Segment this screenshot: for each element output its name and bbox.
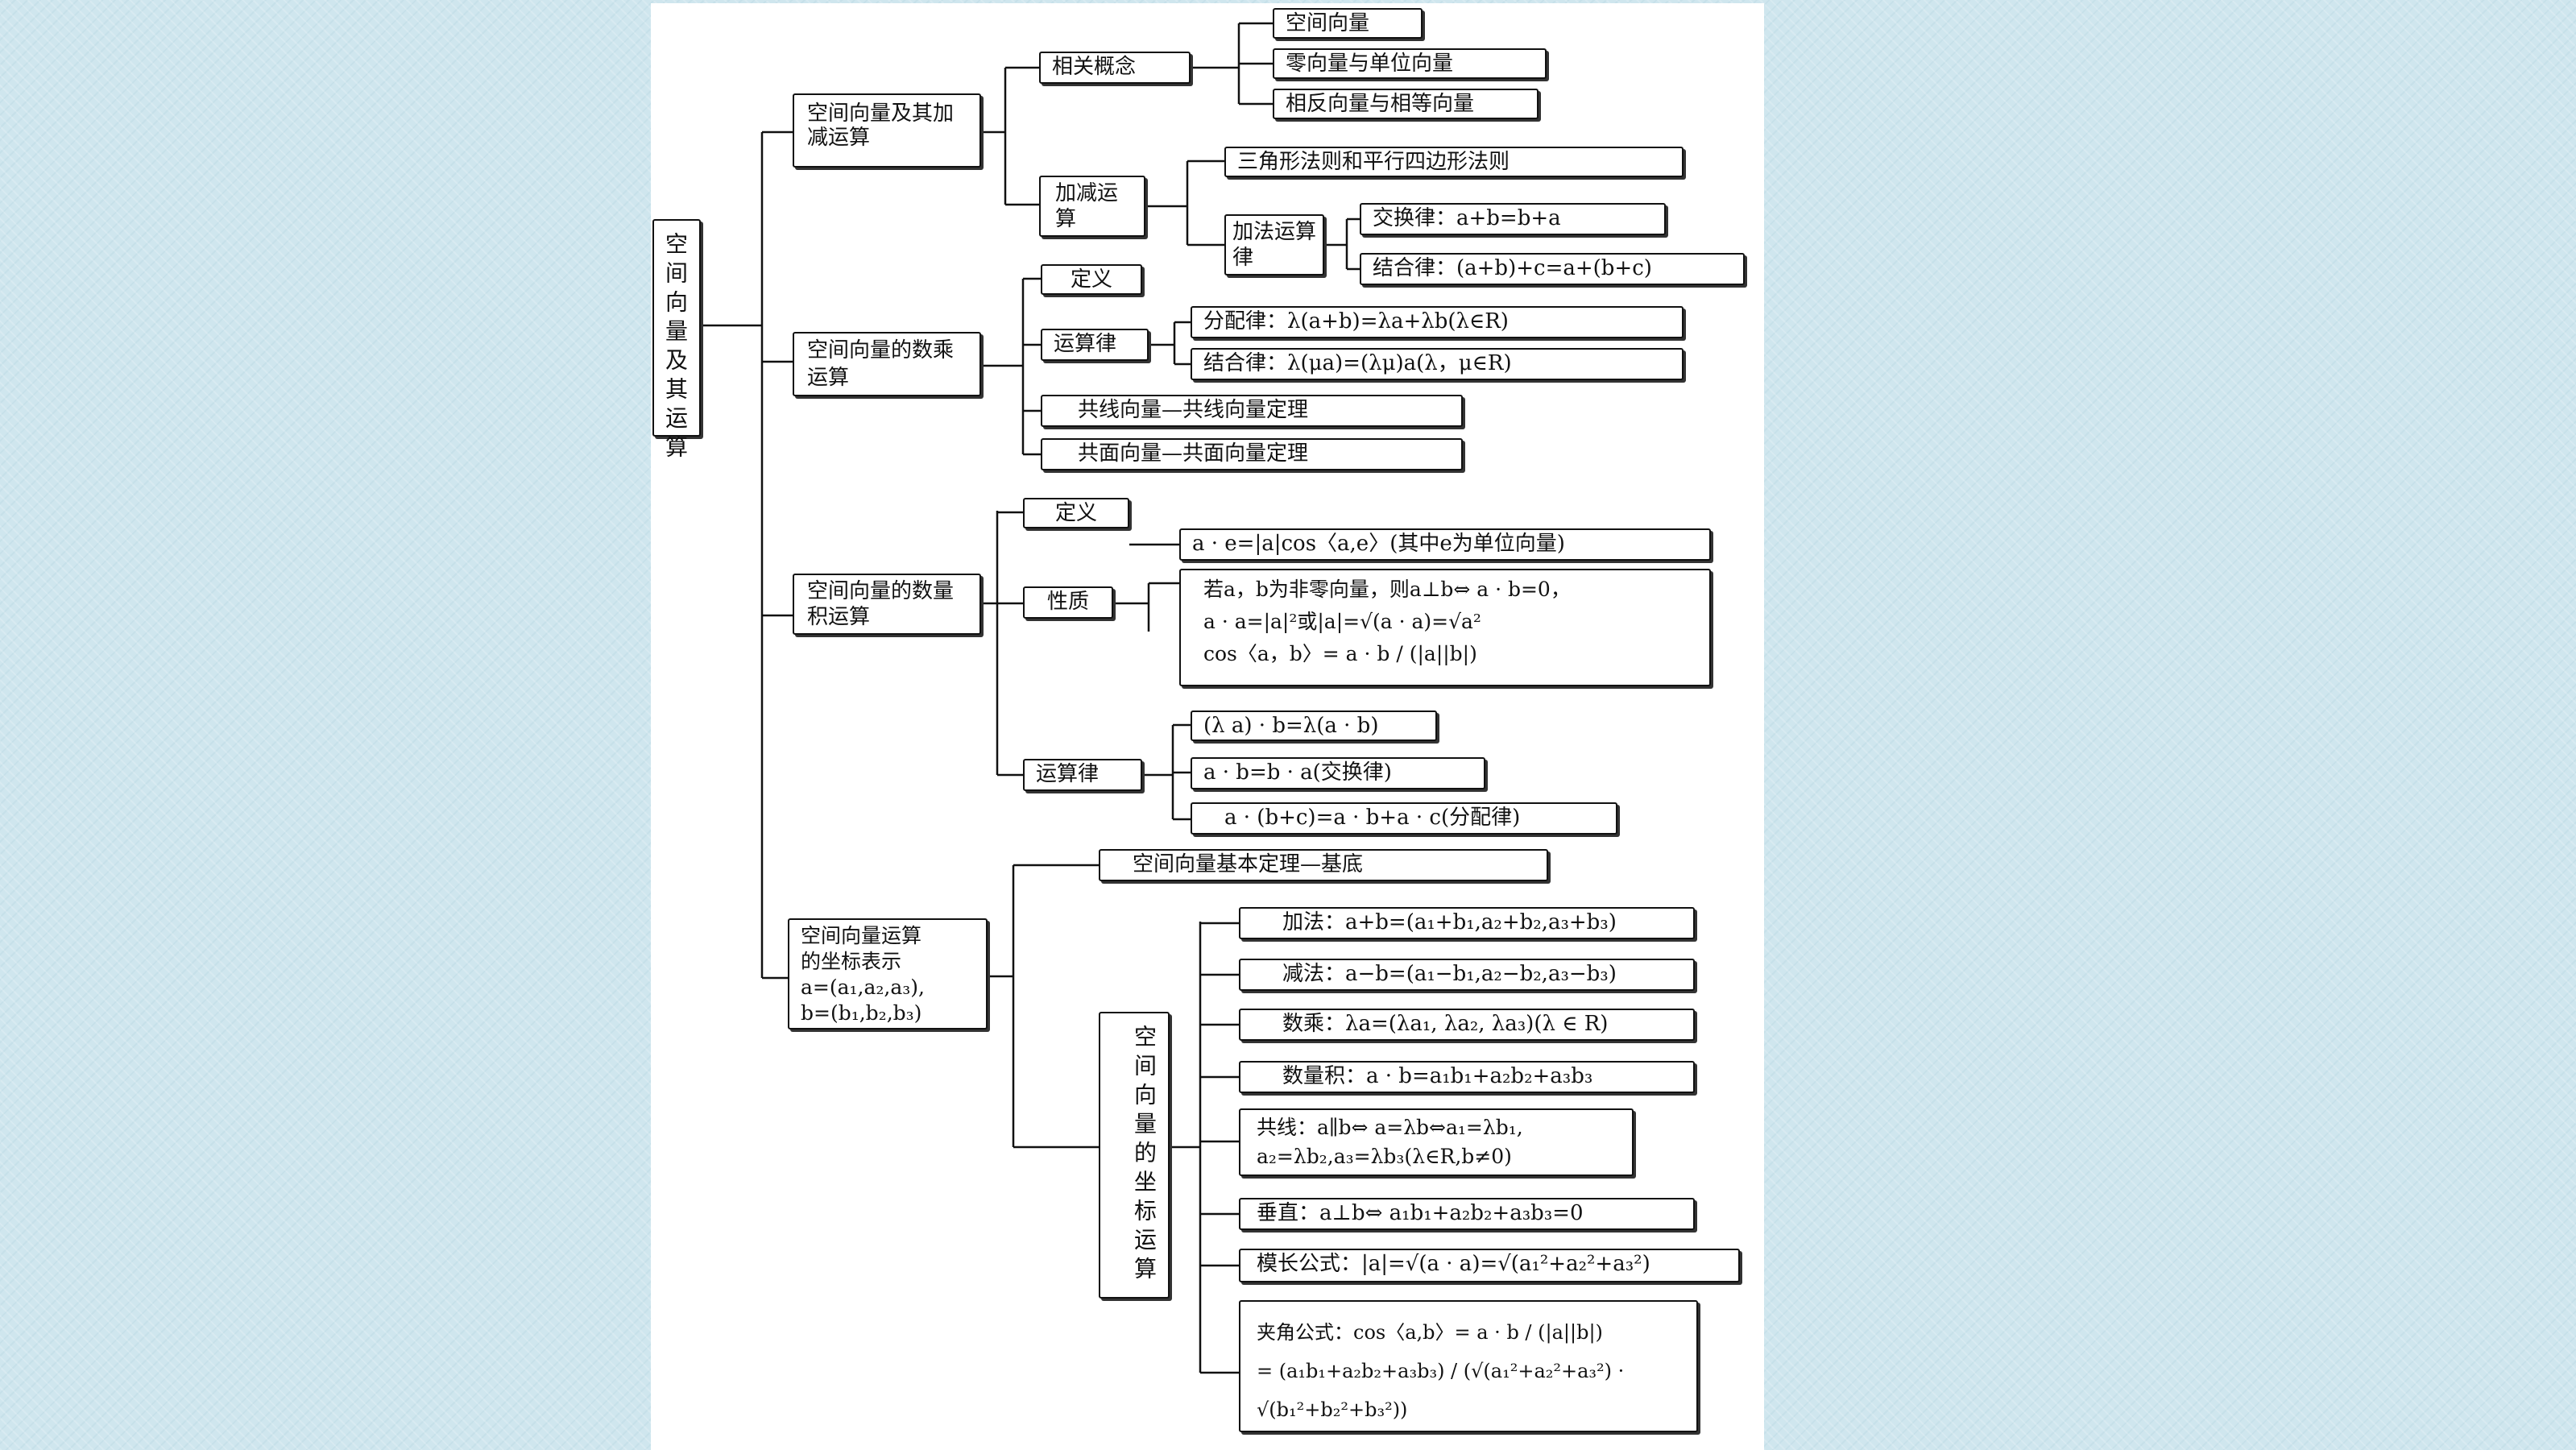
s4-perpendicular-text: 垂直：a⊥b⇔ a₁b₁+a₂b₂+a₃b₃=0 <box>1257 1201 1584 1225</box>
s4-collinear-line-2: a₂=λb₂,a₃=λb₃(λ∈R,b≠0) <box>1257 1145 1512 1168</box>
concept-item-2-text: 零向量与单位向量 <box>1286 52 1454 76</box>
s2-coplanar-text: 共面向量—共面向量定理 <box>1078 441 1309 466</box>
s4-modulus-text: 模长公式：|a|=√(a · a)=√(a₁²+a₂²+a₃²) <box>1257 1252 1650 1276</box>
s3-law-1: (λ a) · b=λ(a · b) <box>1191 710 1437 741</box>
s2-laws-label: 运算律 <box>1054 332 1117 356</box>
connector-lines <box>699 22 1360 1374</box>
slide: 空间向量及其运算 空间向量及其加减运算 相关概念 空间向量 零向量与单位向量 相… <box>651 3 1764 1450</box>
section-4-title-line-4: b=(b₁,b₂,b₃) <box>801 1001 922 1025</box>
concept-item-1: 空间向量 <box>1273 8 1423 39</box>
s4-basis-text: 空间向量基本定理—基底 <box>1133 852 1364 876</box>
concept-item-2: 零向量与单位向量 <box>1273 48 1547 79</box>
s3-law-3-text: a · (b+c)=a · b+a · c(分配律) <box>1224 806 1521 830</box>
s3-law-1-text: (λ a) · b=λ(a · b) <box>1203 714 1379 738</box>
s4-angle-line-1: 夹角公式：cos〈a,b〉= a · b / (|a||b|) <box>1257 1321 1603 1344</box>
s4-angle: 夹角公式：cos〈a,b〉= a · b / (|a||b|) = (a₁b₁+… <box>1239 1300 1698 1432</box>
concepts-label: 相关概念 <box>1052 55 1137 79</box>
s2-law-distributive: 分配律：λ(a+b)=λa+λb(λ∈R) <box>1191 306 1684 338</box>
s2-law-associative-text: 结合律：λ(μa)=(λμ)a(λ，μ∈R) <box>1203 351 1512 375</box>
s4-op-sub-text: 减法：a−b=(a₁−b₁,a₂−b₂,a₃−b₃) <box>1282 962 1617 986</box>
s3-property-line-2: a · a=|a|²或|a|=√(a · a)=√a² <box>1203 610 1481 633</box>
s2-laws-node: 运算律 <box>1041 329 1149 361</box>
s2-collinear-text: 共线向量—共线向量定理 <box>1078 398 1309 422</box>
addsub-rule-text: 三角形法则和平行四边形法则 <box>1237 150 1510 174</box>
s3-definition: a · e=|a|cos〈a,e〉(其中e为单位向量) <box>1179 528 1711 561</box>
add-law-associative: 结合律：(a+b)+c=a+(b+c) <box>1360 253 1745 285</box>
s4-op-scalar-text: 数乘：λa=(λa₁, λa₂, λa₃)(λ ∈ R) <box>1282 1012 1609 1036</box>
add-law-commutative: 交换律：a+b=b+a <box>1360 203 1666 235</box>
section-4-title-line-3: a=(a₁,a₂,a₃), <box>801 976 925 999</box>
s4-op-scalar: 数乘：λa=(λa₁, λa₂, λa₃)(λ ∈ R) <box>1239 1009 1695 1041</box>
s3-laws-label: 运算律 <box>1036 762 1100 786</box>
s3-law-3: a · (b+c)=a · b+a · c(分配律) <box>1191 802 1617 835</box>
root-label: 空间向量及其运算 <box>662 232 689 464</box>
s2-coplanar: 共面向量—共面向量定理 <box>1041 438 1463 470</box>
s3-definition-node: 定义 <box>1023 498 1129 528</box>
s3-property-node: 性质 <box>1023 586 1113 619</box>
section-2-node: 空间向量的数乘运算 <box>793 332 981 396</box>
concept-item-3: 相反向量与相等向量 <box>1273 89 1539 119</box>
s2-law-distributive-text: 分配律：λ(a+b)=λa+λb(λ∈R) <box>1203 309 1509 334</box>
s4-perpendicular: 垂直：a⊥b⇔ a₁b₁+a₂b₂+a₃b₃=0 <box>1239 1198 1695 1230</box>
s3-definition-label: 定义 <box>1054 501 1097 525</box>
s4-modulus: 模长公式：|a|=√(a · a)=√(a₁²+a₂²+a₃²) <box>1239 1249 1740 1282</box>
add-laws-label: 加法运算律 <box>1232 220 1317 270</box>
s4-op-dot-text: 数量积：a · b=a₁b₁+a₂b₂+a₃b₃ <box>1282 1064 1593 1088</box>
s3-property: 若a，b为非零向量，则a⊥b⇔ a · b=0， a · a=|a|²或|a|=… <box>1179 569 1711 686</box>
s3-laws-node: 运算律 <box>1023 759 1142 791</box>
s2-definition-text: 定义 <box>1070 267 1112 292</box>
section-3-title: 空间向量的数量积运算 <box>807 579 955 629</box>
s4-op-add: 加法：a+b=(a₁+b₁,a₂+b₂,a₃+b₃) <box>1239 907 1695 939</box>
section-4-node: 空间向量运算 的坐标表示 a=(a₁,a₂,a₃), b=(b₁,b₂,b₃) <box>788 918 988 1030</box>
section-3-node: 空间向量的数量积运算 <box>793 574 981 635</box>
s4-op-dot: 数量积：a · b=a₁b₁+a₂b₂+a₃b₃ <box>1239 1061 1695 1093</box>
section-4-title-line-1: 空间向量运算 <box>801 924 922 947</box>
section-1-title: 空间向量及其加减运算 <box>807 102 955 150</box>
section-1-node: 空间向量及其加减运算 <box>793 93 981 168</box>
addsub-node: 加减运算 <box>1039 176 1145 237</box>
concept-item-1-text: 空间向量 <box>1286 11 1370 35</box>
s4-op-sub: 减法：a−b=(a₁−b₁,a₂−b₂,a₃−b₃) <box>1239 959 1695 991</box>
s2-law-associative: 结合律：λ(μa)=(λμ)a(λ，μ∈R) <box>1191 348 1684 380</box>
section-4-title-line-2: 的坐标表示 <box>801 950 902 973</box>
add-law-associative-text: 结合律：(a+b)+c=a+(b+c) <box>1373 256 1652 280</box>
root-node: 空间向量及其运算 <box>652 219 701 464</box>
s2-definition-node: 定义 <box>1041 264 1142 295</box>
s3-law-2-text: a · b=b · a(交换律) <box>1203 760 1392 785</box>
concepts-node: 相关概念 <box>1039 52 1191 84</box>
s4-basis: 空间向量基本定理—基底 <box>1099 849 1548 881</box>
s3-law-2: a · b=b · a(交换律) <box>1191 757 1485 789</box>
s3-property-label: 性质 <box>1046 590 1089 614</box>
s3-property-line-3: cos〈a，b〉= a · b / (|a||b|) <box>1203 642 1477 665</box>
add-law-commutative-text: 交换律：a+b=b+a <box>1373 206 1561 230</box>
s4-coord-label: 空间向量的坐标运算 <box>1131 1025 1158 1286</box>
s4-op-add-text: 加法：a+b=(a₁+b₁,a₂+b₂,a₃+b₃) <box>1282 910 1617 934</box>
section-2-title: 空间向量的数乘运算 <box>807 338 955 390</box>
concept-item-3-text: 相反向量与相等向量 <box>1286 92 1475 116</box>
addsub-label: 加减运算 <box>1055 181 1119 231</box>
s3-definition-text: a · e=|a|cos〈a,e〉(其中e为单位向量) <box>1192 532 1565 556</box>
s4-collinear: 共线：a∥b⇔ a=λb⇔a₁=λb₁, a₂=λb₂,a₃=λb₃(λ∈R,b… <box>1239 1108 1634 1176</box>
s4-angle-line-2: = (a₁b₁+a₂b₂+a₃b₃) / (√(a₁²+a₂²+a₃²) · √… <box>1257 1360 1625 1421</box>
s4-coord-node: 空间向量的坐标运算 <box>1099 1012 1170 1299</box>
s2-collinear: 共线向量—共线向量定理 <box>1041 395 1463 427</box>
add-laws-node: 加法运算律 <box>1224 214 1324 276</box>
s3-property-line-1: 若a，b为非零向量，则a⊥b⇔ a · b=0， <box>1203 578 1571 601</box>
addsub-rule: 三角形法则和平行四边形法则 <box>1224 147 1684 177</box>
s4-collinear-line-1: 共线：a∥b⇔ a=λb⇔a₁=λb₁, <box>1257 1116 1523 1139</box>
